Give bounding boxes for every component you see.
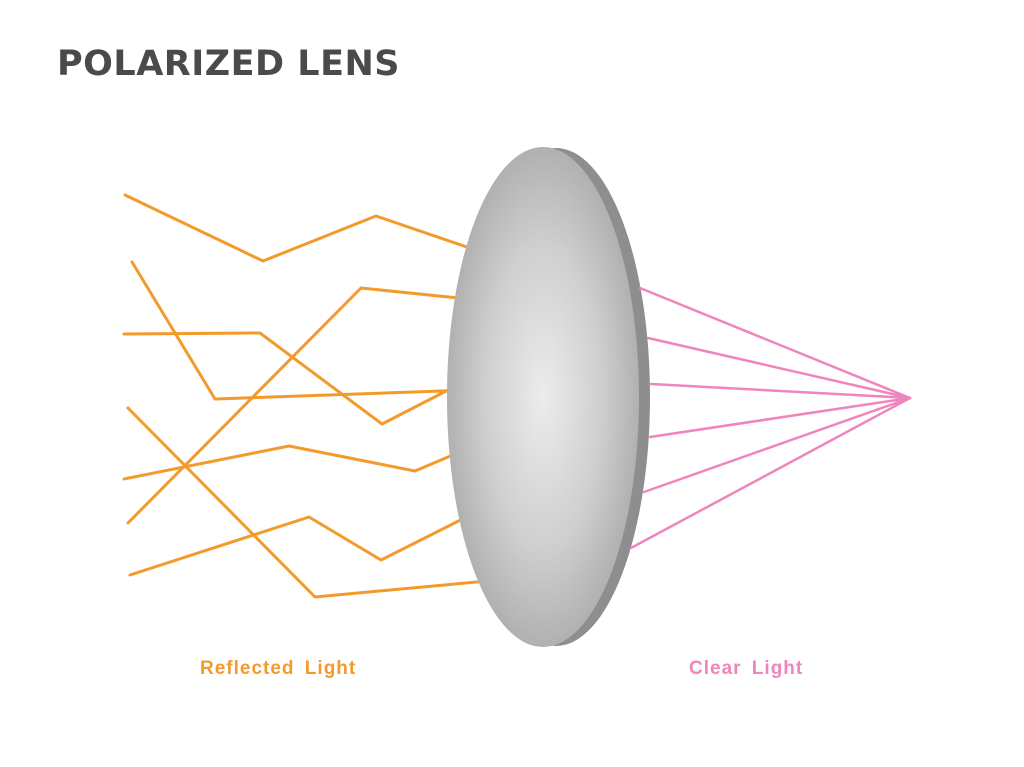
clear-ray	[648, 396, 912, 439]
lens-body	[447, 147, 639, 647]
page-title: POLARIZED LENS	[57, 44, 401, 84]
reflected-ray	[128, 481, 536, 577]
clear-ray	[642, 396, 912, 494]
clear-light-label: Clear Light	[689, 658, 804, 679]
reflected-ray	[126, 406, 533, 599]
clear-ray	[646, 336, 912, 400]
clear-ray	[638, 286, 912, 400]
lens-icon	[447, 147, 650, 647]
clear-ray	[649, 382, 912, 400]
reflected-light-label: Reflected Light	[200, 658, 357, 679]
reflected-ray	[130, 260, 529, 401]
clear-light-rays	[629, 286, 912, 550]
clear-ray	[629, 396, 912, 550]
reflected-light-rays	[122, 193, 545, 599]
reflected-ray	[123, 193, 545, 275]
